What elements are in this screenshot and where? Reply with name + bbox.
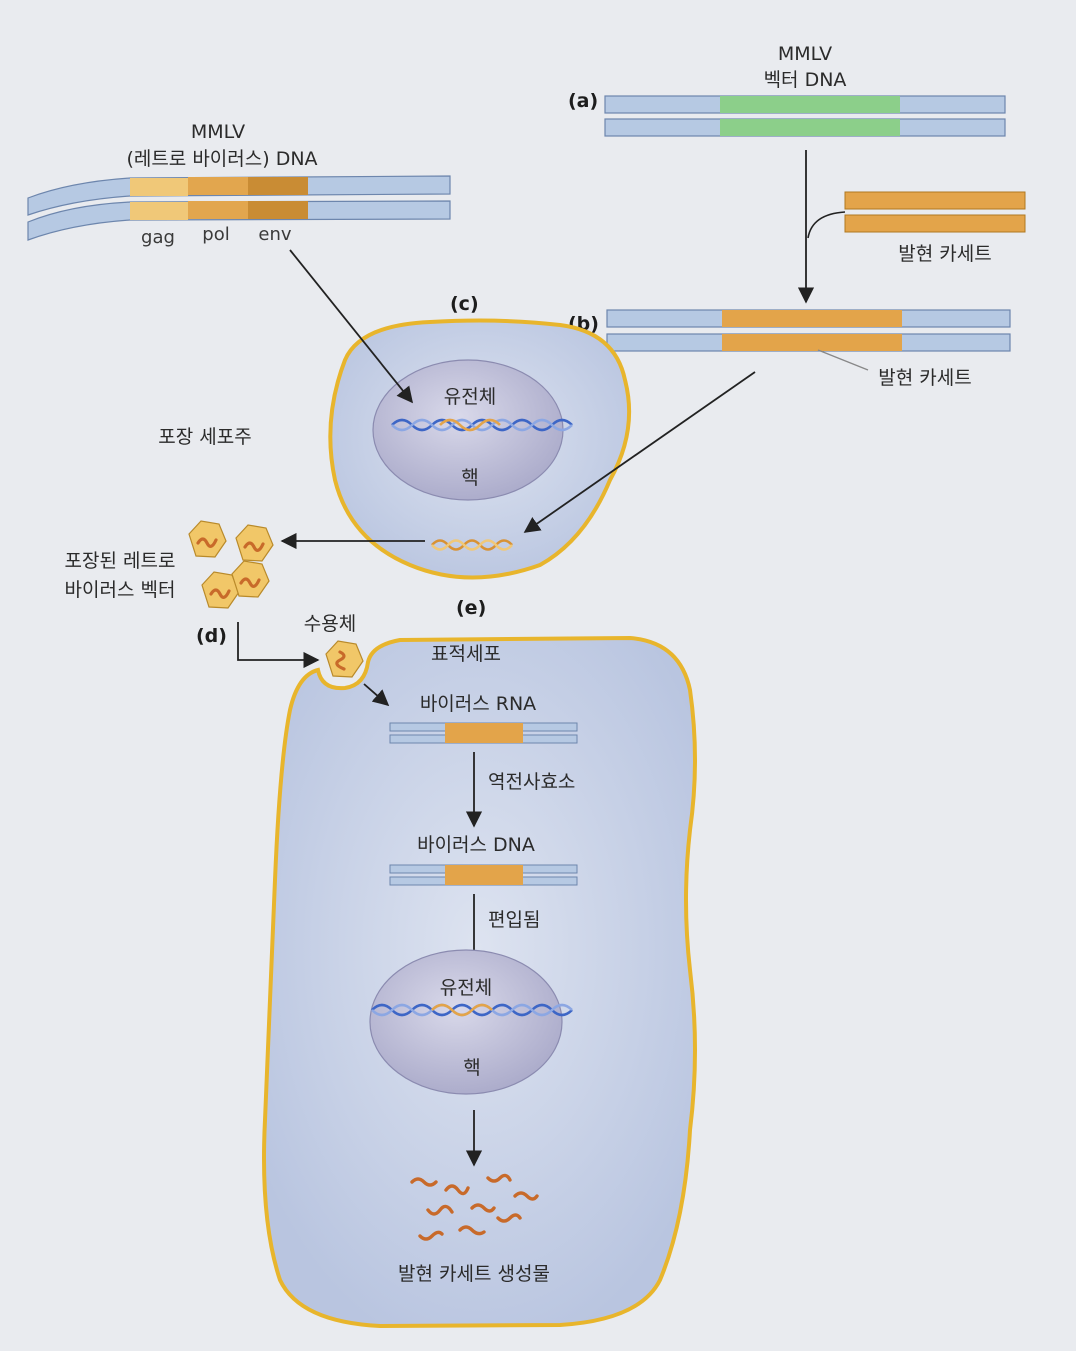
packaged-vector-line2: 바이러스 벡터 — [65, 579, 176, 601]
nucleus-label-packaging: 핵 — [461, 467, 478, 489]
genome-helix-packaging — [391, 418, 573, 432]
arrow-vector-to-cell — [523, 371, 756, 533]
packaged-virus-particles — [188, 520, 274, 609]
gene-pol-label: pol — [202, 224, 229, 245]
cassette-leader-line — [817, 349, 869, 371]
product-label: 발현 카세트 생성물 — [398, 1263, 550, 1285]
recombinant-vector-dna — [606, 309, 1011, 352]
cassette-label-bottom: 발현 카세트 — [878, 367, 971, 389]
vector-dna — [604, 95, 1006, 137]
marker-a: (a) — [568, 90, 598, 112]
cassette-join-line — [807, 211, 846, 239]
nucleus-target-cell — [369, 949, 563, 1095]
packaging-cell-label: 포장 세포주 — [158, 426, 251, 448]
arrow-retro-to-genome — [289, 249, 414, 404]
nucleus-label-target: 핵 — [463, 1057, 480, 1079]
marker-e: (e) — [456, 597, 486, 619]
cassette-helix-in-cytoplasm — [431, 539, 513, 551]
retro-title-line1: MMLV — [191, 121, 245, 143]
viral-rna-strand — [389, 722, 578, 744]
retrovirus-dna — [27, 175, 451, 241]
virus-at-receptor — [325, 640, 364, 678]
genome-label-packaging: 유전체 — [444, 386, 496, 408]
receptor-label: 수용체 — [304, 613, 356, 635]
target-cell-label: 표적세포 — [431, 643, 501, 665]
retro-title-line2: (레트로 바이러스) DNA — [126, 148, 317, 170]
expression-products — [410, 1173, 539, 1241]
marker-d: (d) — [196, 625, 227, 647]
viral-dna-strand — [389, 864, 578, 886]
viral-rna-label: 바이러스 RNA — [420, 693, 536, 715]
reverse-transcriptase-label: 역전사효소 — [488, 771, 575, 793]
arrow-receptor-to-rna — [363, 683, 390, 707]
gene-env-label: env — [258, 224, 291, 245]
packaged-vector-line1: 포장된 레트로 — [65, 550, 176, 572]
gene-gag-label: gag — [141, 227, 175, 248]
genome-label-target: 유전체 — [440, 977, 492, 999]
genome-helix-target — [371, 1003, 573, 1017]
integrated-label: 편입됨 — [488, 909, 540, 931]
marker-c: (c) — [450, 293, 479, 315]
expression-cassette-insert — [844, 191, 1026, 233]
viral-dna-label: 바이러스 DNA — [417, 834, 535, 856]
vector-title-line1: MMLV — [778, 43, 832, 65]
vector-title-line2: 벡터 DNA — [764, 69, 847, 91]
cassette-label-top: 발현 카세트 — [898, 243, 991, 265]
arrow-virus-to-receptor — [237, 622, 320, 669]
